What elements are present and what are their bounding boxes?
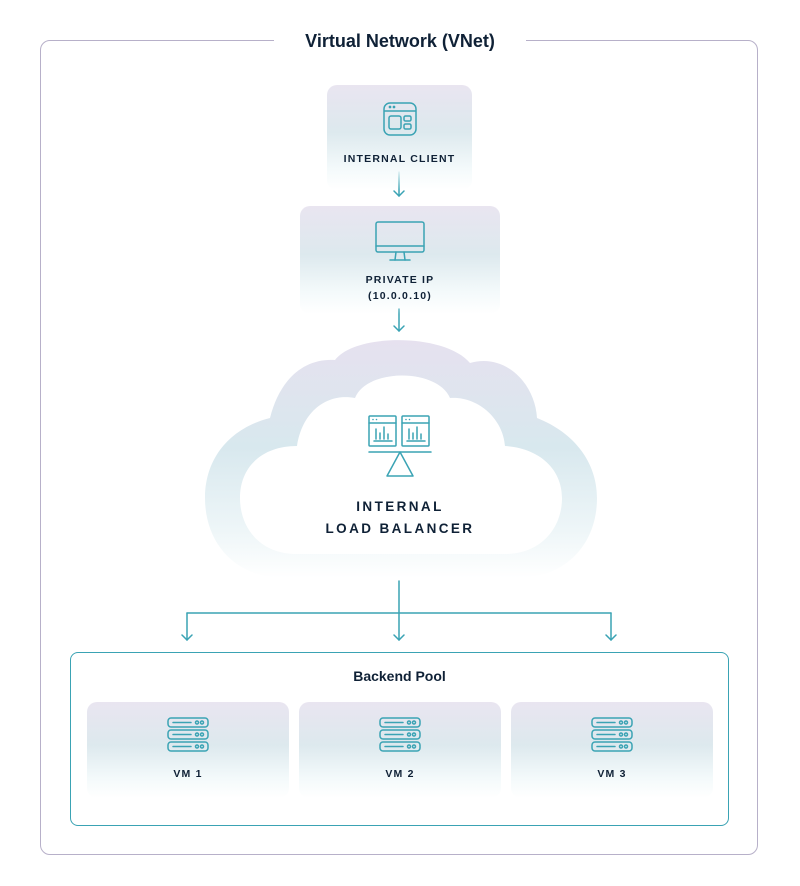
vm-node-3: VM 3 [511, 702, 713, 798]
vm-label: VM 3 [597, 768, 627, 780]
vm-node-2: VM 2 [299, 702, 501, 798]
load-balancer-label-line1: INTERNAL [356, 499, 444, 514]
backend-pool-title: Backend Pool [353, 668, 446, 684]
server-icon [379, 717, 421, 752]
private-ip-node: PRIVATE IP (10.0.0.10) [300, 206, 500, 314]
private-ip-label: PRIVATE IP [365, 274, 435, 286]
load-balancer-cloud [205, 340, 597, 578]
server-icon [591, 717, 633, 752]
internal-client-node: INTERNAL CLIENT [327, 85, 472, 190]
vnet-title: Virtual Network (VNet) [274, 28, 526, 54]
browser-window-icon [383, 102, 417, 136]
vm-node-1: VM 1 [87, 702, 289, 798]
backend-pool-boundary [70, 652, 729, 826]
private-ip-address: (10.0.0.10) [368, 290, 432, 302]
vm-label: VM 1 [173, 768, 203, 780]
internal-client-label: INTERNAL CLIENT [343, 153, 456, 165]
monitor-icon [375, 221, 425, 261]
vm-label: VM 2 [385, 768, 415, 780]
server-icon [167, 717, 209, 752]
load-balancer-label: INTERNAL LOAD BALANCER [300, 496, 500, 540]
load-balancer-label-line2: LOAD BALANCER [325, 521, 475, 536]
load-balancer-icon [368, 415, 432, 477]
